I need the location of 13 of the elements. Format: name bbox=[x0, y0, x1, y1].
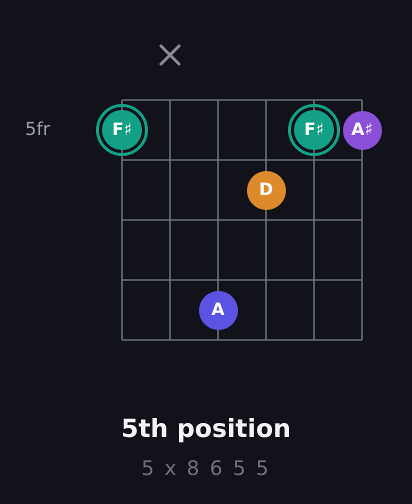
note-name: A♯ bbox=[351, 122, 373, 138]
chord-title: 5th position bbox=[121, 413, 291, 445]
root-note-dot bbox=[288, 104, 340, 156]
note-name: F♯ bbox=[112, 122, 132, 138]
note-dot bbox=[246, 170, 286, 210]
note-name: D bbox=[258, 182, 274, 198]
root-note-dot bbox=[96, 104, 148, 156]
note-name: A bbox=[211, 302, 225, 318]
fret-number: 5fr bbox=[25, 119, 50, 141]
note-dot bbox=[342, 110, 382, 150]
fret-sequence: 5 x 8 6 5 5 bbox=[141, 455, 271, 481]
note-name: F♯ bbox=[304, 122, 324, 138]
note-dot bbox=[198, 290, 238, 330]
